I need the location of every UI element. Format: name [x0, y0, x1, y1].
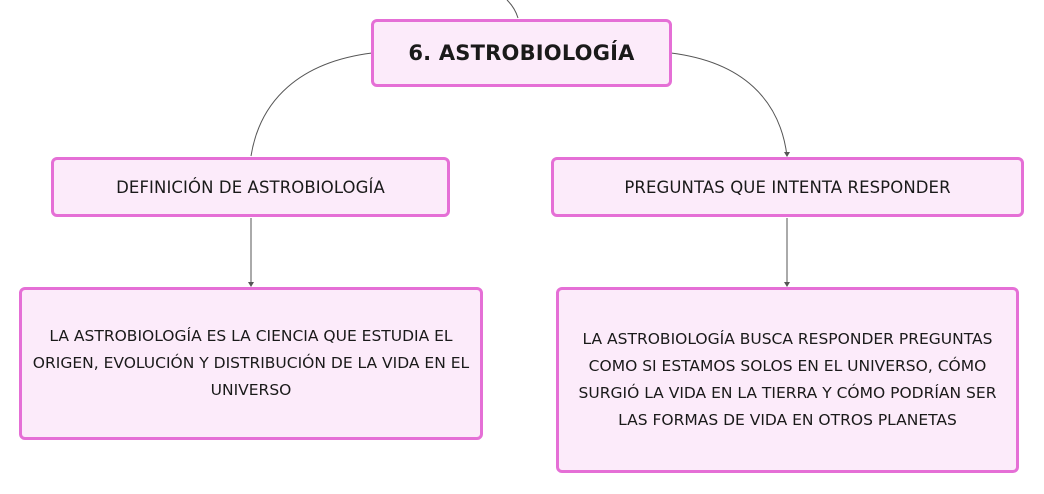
connector-root-to-questions: [670, 52, 788, 157]
questions-detail-node[interactable]: LA ASTROBIOLOGÍA BUSCA RESPONDER PREGUNT…: [556, 287, 1019, 473]
root-topic-label: 6. ASTROBIOLOGÍA: [408, 41, 635, 65]
definition-detail-node[interactable]: LA ASTROBIOLOGÍA ES LA CIENCIA QUE ESTUD…: [19, 287, 483, 440]
arrowhead-definition-detail: [248, 282, 254, 287]
connector-parent-to-root: [506, 0, 519, 19]
arrowhead-questions-branch: [784, 152, 790, 157]
arrowhead-questions-detail: [784, 282, 790, 287]
root-topic-node[interactable]: 6. ASTROBIOLOGÍA: [371, 19, 672, 87]
questions-detail-text: LA ASTROBIOLOGÍA BUSCA RESPONDER PREGUNT…: [578, 330, 997, 429]
definition-detail-text: LA ASTROBIOLOGÍA ES LA CIENCIA QUE ESTUD…: [32, 327, 470, 399]
branch-questions-label: PREGUNTAS QUE INTENTA RESPONDER: [624, 177, 951, 197]
branch-definition-label: DEFINICIÓN DE ASTROBIOLOGÍA: [116, 177, 385, 197]
branch-definition-node[interactable]: DEFINICIÓN DE ASTROBIOLOGÍA: [51, 157, 450, 217]
branch-questions-node[interactable]: PREGUNTAS QUE INTENTA RESPONDER: [551, 157, 1024, 217]
connector-root-to-definition: [250, 52, 373, 157]
